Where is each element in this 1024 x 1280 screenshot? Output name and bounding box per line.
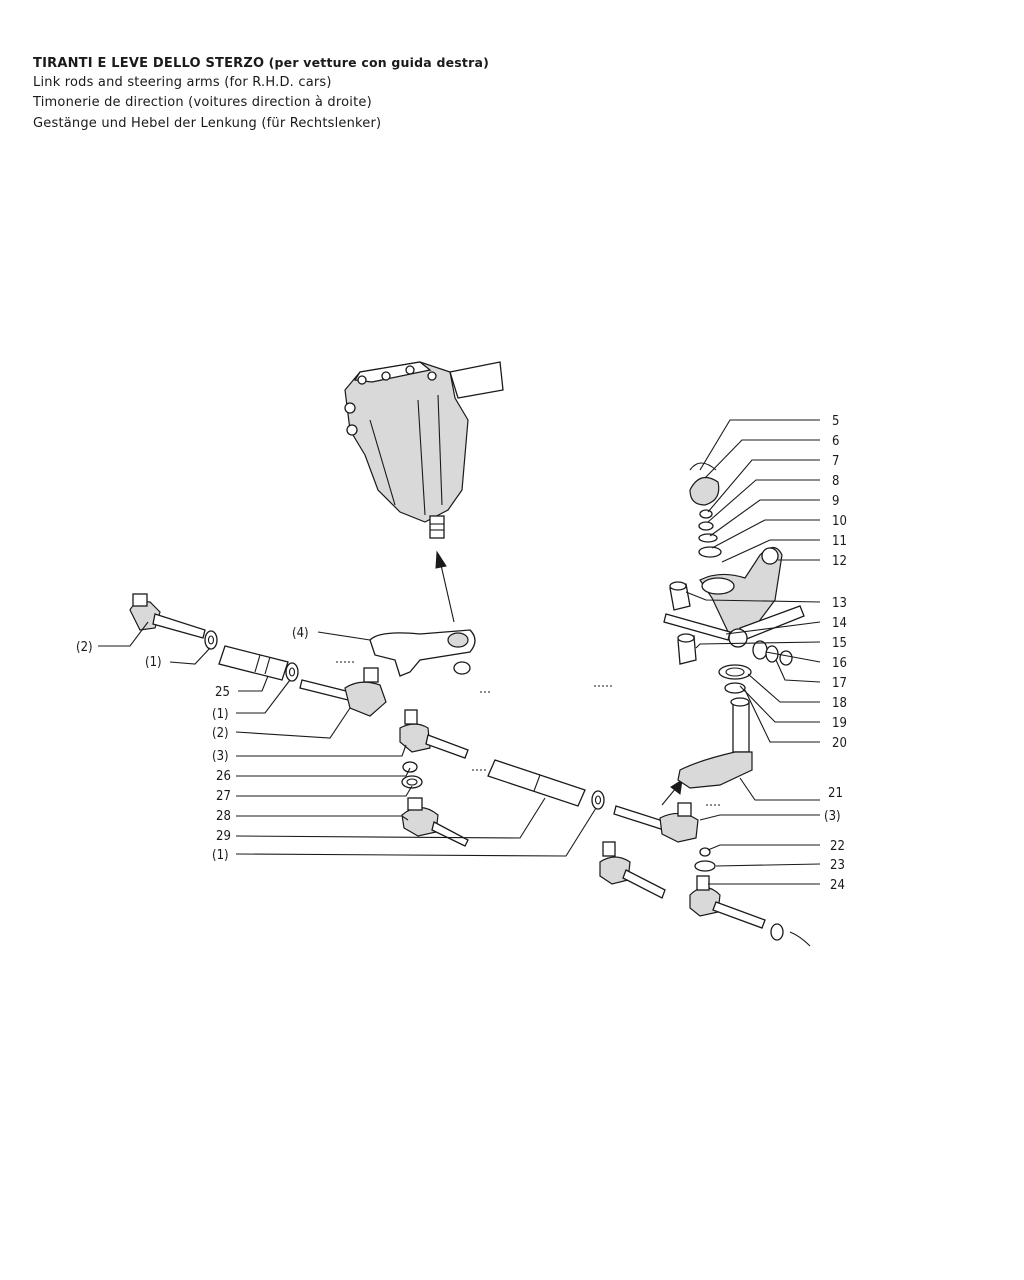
assembly-arrow-up [435, 550, 455, 623]
label-28: 28 [216, 809, 231, 824]
label-21: 21 [828, 786, 843, 801]
label-17: 17 [832, 676, 847, 691]
dust-cap-6 [689, 476, 720, 506]
label-10: 10 [832, 514, 847, 529]
title-italian-paren: (per vetture con guida destra) [268, 55, 490, 70]
title-german: Gestänge und Hebel der Lenkung (für Rech… [33, 116, 382, 131]
label-6: 6 [832, 434, 839, 449]
leader-lines-left [98, 621, 597, 857]
label-20: 20 [832, 736, 847, 751]
tie-rod-end-left [129, 593, 206, 639]
idler-arm-21 [677, 697, 753, 789]
label-15: 15 [832, 636, 847, 651]
label-8: 8 [832, 474, 839, 489]
label-2-left: (2) [76, 640, 93, 655]
label-2-mid: (2) [212, 726, 229, 741]
steering-box-drawing [344, 361, 504, 539]
adjusting-sleeve-25 [218, 645, 289, 681]
circlip-5 [689, 462, 717, 471]
label-26: 26 [216, 769, 231, 784]
label-9: 9 [832, 494, 839, 509]
outer-tie-rod-end-24 [689, 875, 811, 947]
outer-tie-rod-end-lower-left [599, 841, 666, 899]
detail-marks [336, 661, 722, 806]
label-22: 22 [830, 839, 845, 854]
label-23: 23 [830, 858, 845, 873]
label-29: 29 [216, 829, 231, 844]
label-25: 25 [215, 685, 230, 700]
label-16: 16 [832, 656, 847, 671]
title-english: Link rods and steering arms (for R.H.D. … [33, 75, 332, 90]
seal-19-20 [718, 664, 752, 694]
bush-15 [677, 633, 697, 665]
label-12: 12 [832, 554, 847, 569]
label-7: 7 [832, 454, 839, 469]
tie-rod-end-mid [299, 667, 387, 717]
label-3-left: (3) [212, 749, 229, 764]
title-italian: TIRANTI E LEVE DELLO STERZO (per vetture… [33, 53, 489, 74]
title-french: Timonerie de direction (voitures directi… [33, 95, 372, 110]
label-14: 14 [832, 616, 847, 631]
label-11: 11 [832, 534, 847, 549]
washer-26-27 [401, 761, 423, 789]
label-13: 13 [832, 596, 847, 611]
bush-13 [669, 581, 691, 611]
label-1-mid: (1) [212, 707, 229, 722]
nut-1-left [204, 630, 218, 650]
label-24: 24 [830, 878, 845, 893]
label-18: 18 [832, 696, 847, 711]
label-19: 19 [832, 716, 847, 731]
tie-rod-end-centre [399, 709, 469, 759]
label-5: 5 [832, 414, 839, 429]
tie-rod-end-right [613, 802, 699, 843]
pitman-arm-4 [369, 629, 476, 677]
washers-7-11 [698, 509, 722, 558]
label-4: (4) [292, 626, 309, 641]
title-italian-main: TIRANTI E LEVE DELLO STERZO [33, 56, 265, 71]
assembly-arrow-right [661, 778, 683, 806]
nut-1-mid [285, 662, 299, 682]
nut-1-right [591, 790, 605, 810]
idler-bracket-12 [699, 546, 805, 648]
label-1-left: (1) [145, 655, 162, 670]
leader-lines-right [685, 419, 821, 885]
label-3-right: (3) [824, 809, 841, 824]
bolt-14 [663, 613, 731, 641]
relay-tube-29 [487, 759, 586, 807]
parts-22-23 [694, 847, 716, 872]
label-1-low: (1) [212, 848, 229, 863]
tie-rod-end-28 [401, 797, 469, 847]
washers-16-18 [752, 640, 793, 666]
label-27: 27 [216, 789, 231, 804]
